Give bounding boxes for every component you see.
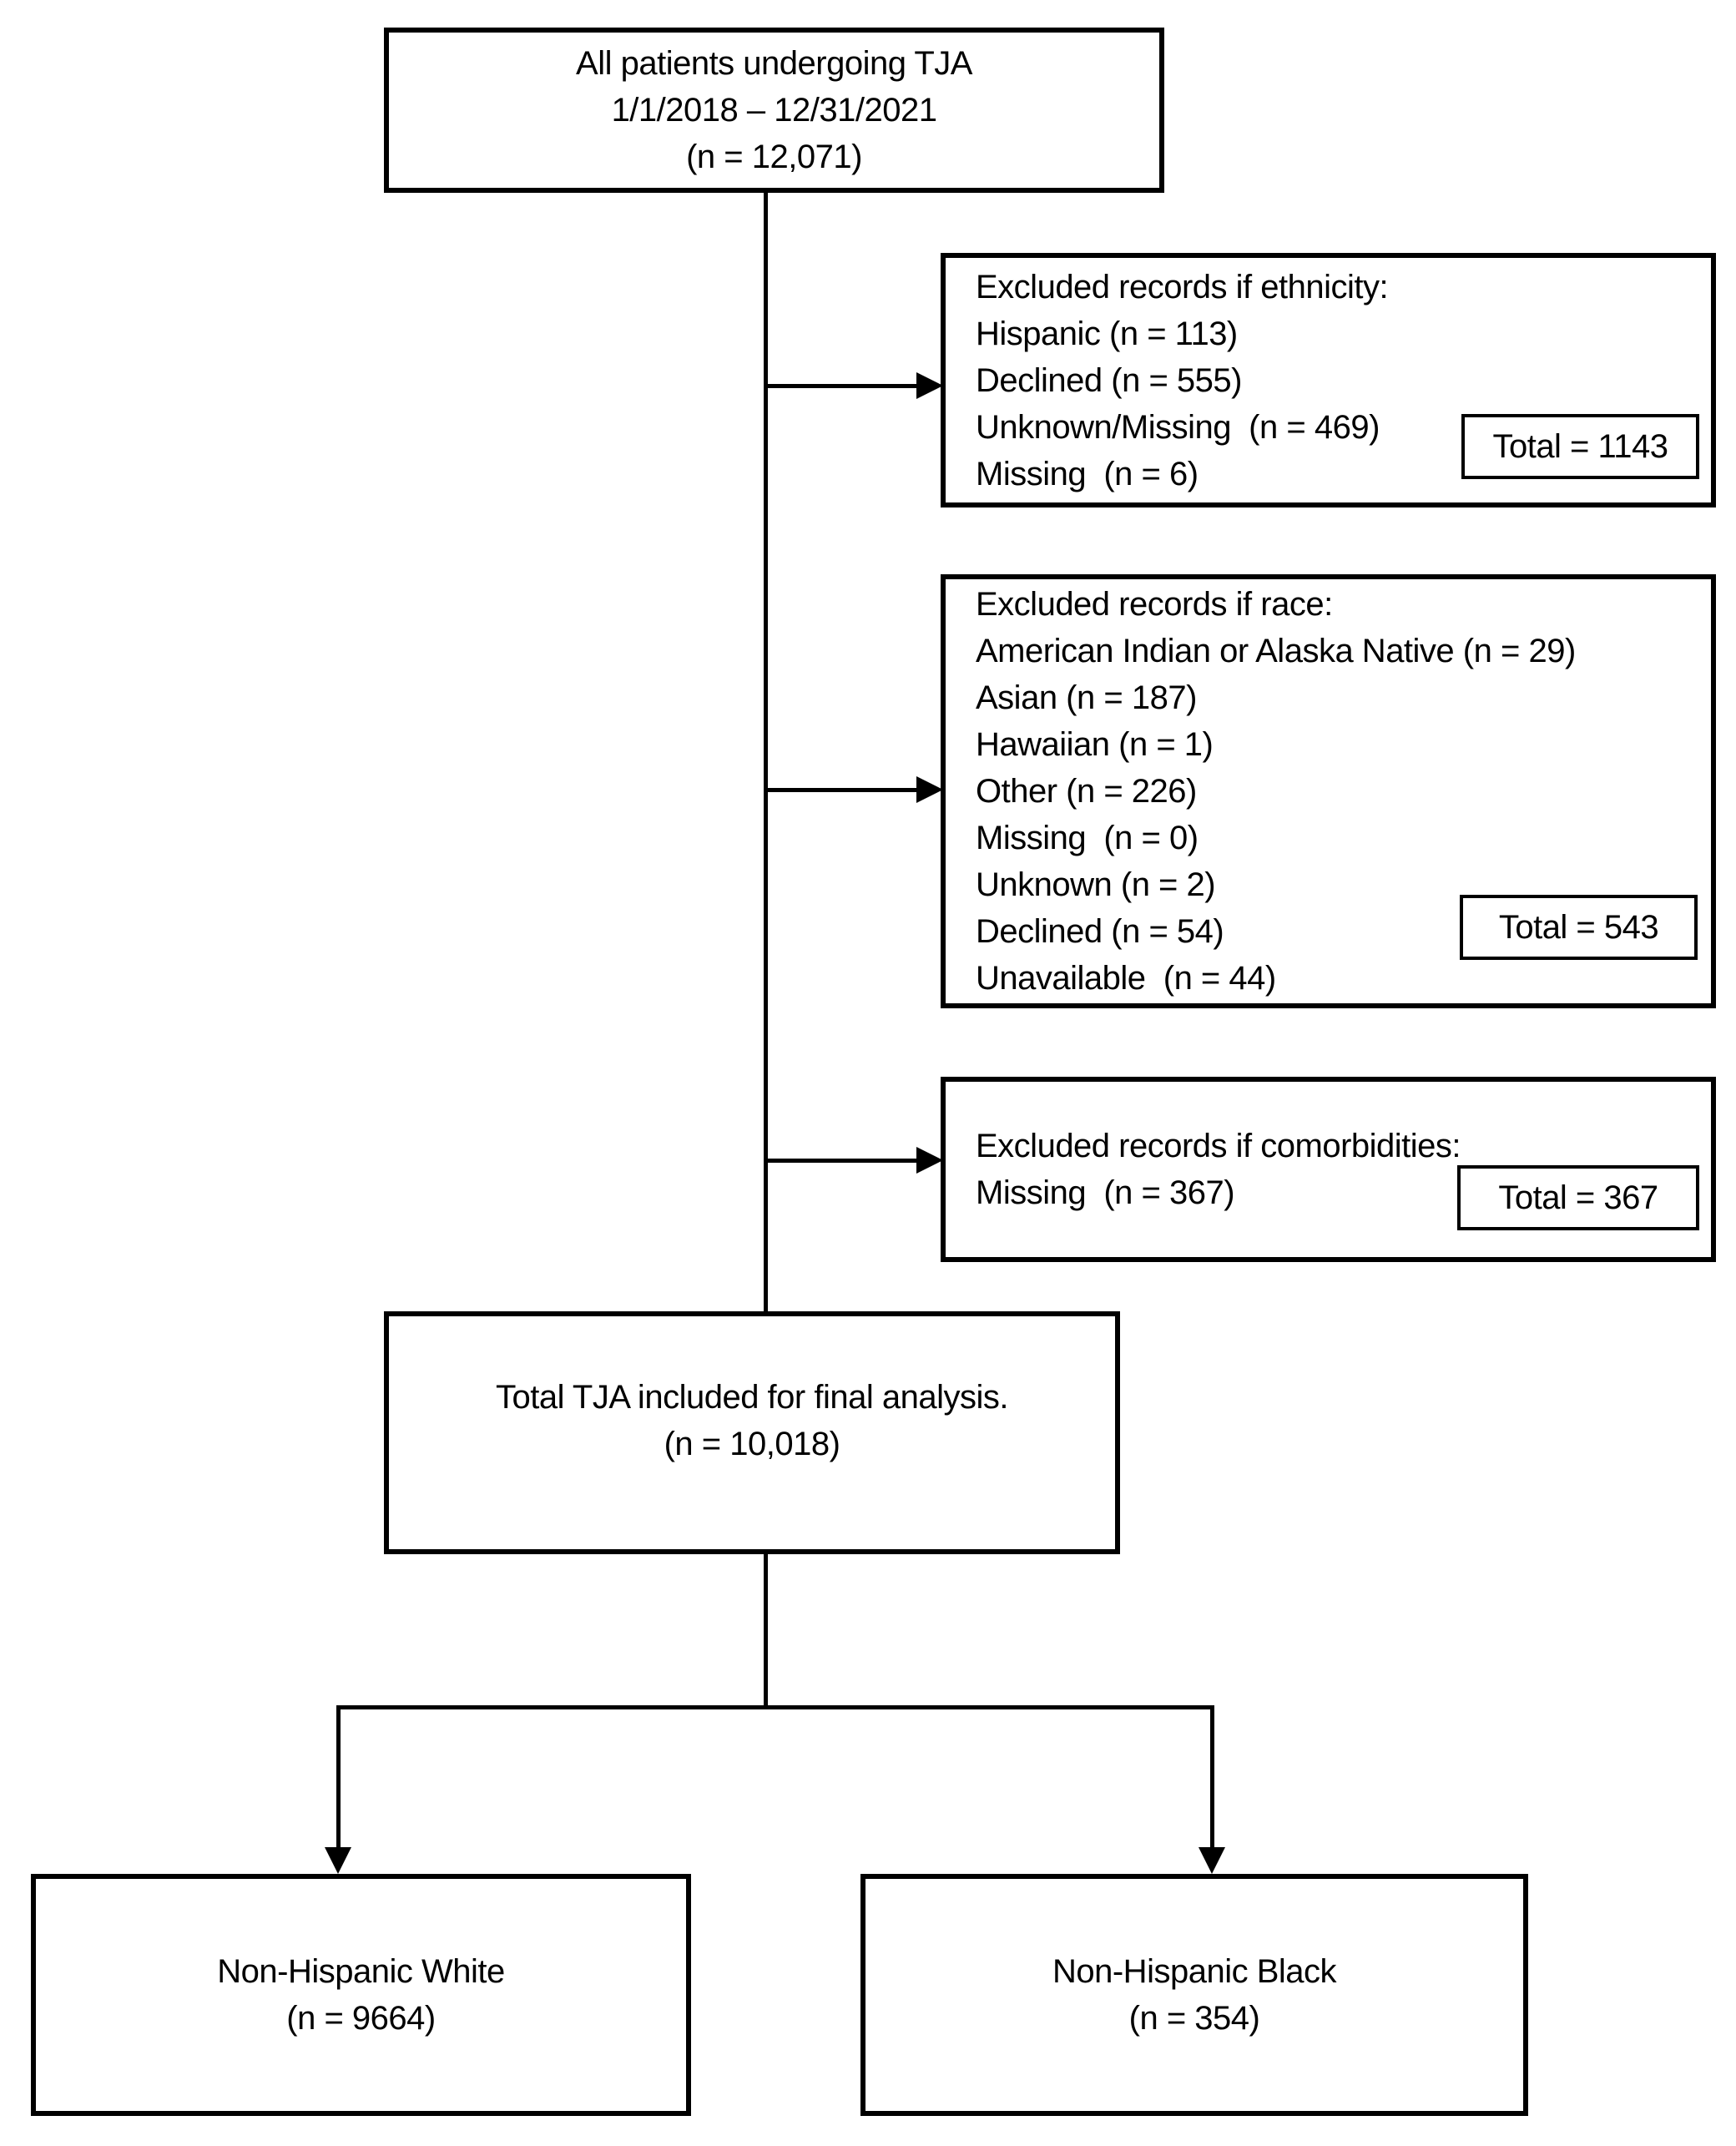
box-excluded-race: Excluded records if race: American India…	[941, 574, 1716, 1008]
connector-drop-right	[1210, 1705, 1214, 1849]
excluded-race-item: Unknown (n = 2)	[976, 866, 1216, 903]
box-final-analysis: Total TJA included for final analysis. (…	[384, 1311, 1120, 1554]
excluded-race-item: Unavailable (n = 44)	[976, 960, 1276, 997]
connector-branch-race	[765, 788, 918, 792]
all-patients-dates: 1/1/2018 – 12/31/2021	[611, 92, 937, 129]
connector-branch-ethnicity	[765, 384, 918, 388]
arrowhead-comorbidities-icon	[916, 1147, 943, 1174]
connector-main-stem-top	[764, 191, 768, 1311]
arrowhead-white-icon	[325, 1847, 351, 1874]
excluded-race-item: Asian (n = 187)	[976, 679, 1197, 716]
non-hispanic-white-count: (n = 9664)	[286, 2000, 436, 2037]
excluded-ethnicity-item: Unknown/Missing (n = 469)	[976, 408, 1380, 446]
all-patients-count: (n = 12,071)	[686, 139, 862, 175]
excluded-ethnicity-item: Declined (n = 555)	[976, 361, 1242, 399]
excluded-ethnicity-item: Missing (n = 6)	[976, 455, 1199, 492]
arrowhead-race-icon	[916, 776, 943, 803]
excluded-comorbidities-title: Excluded records if comorbidities:	[976, 1128, 1461, 1164]
all-patients-line: All patients undergoing TJA	[576, 45, 972, 82]
total-race-label: Total = 543	[1498, 909, 1659, 946]
excluded-race-item: Hawaiian (n = 1)	[976, 726, 1214, 763]
connector-branch-comorbidities	[765, 1159, 918, 1163]
excluded-race-item: Declined (n = 54)	[976, 913, 1224, 950]
total-ethnicity-label: Total = 1143	[1492, 428, 1668, 465]
excluded-race-item: American Indian or Alaska Native (n = 29…	[976, 633, 1576, 669]
non-hispanic-black-label: Non-Hispanic Black	[1052, 1953, 1337, 1990]
excluded-ethnicity-item: Hispanic (n = 113)	[976, 315, 1238, 352]
box-excluded-ethnicity: Excluded records if ethnicity: Hispanic …	[941, 253, 1716, 507]
arrowhead-ethnicity-icon	[916, 372, 943, 399]
non-hispanic-white-label: Non-Hispanic White	[217, 1953, 505, 1990]
excluded-comorbidities-item: Missing (n = 367)	[976, 1174, 1235, 1211]
total-box-ethnicity: Total = 1143	[1461, 414, 1699, 479]
excluded-race-item: Missing (n = 0)	[976, 820, 1199, 856]
excluded-ethnicity-title: Excluded records if ethnicity:	[976, 268, 1389, 305]
excluded-race-title: Excluded records if race:	[976, 586, 1333, 623]
connector-split-horizontal	[336, 1705, 1214, 1709]
total-comorbidities-label: Total = 367	[1498, 1179, 1658, 1216]
total-box-race: Total = 543	[1460, 895, 1698, 960]
final-analysis-line: Total TJA included for final analysis.	[496, 1378, 1008, 1416]
non-hispanic-black-count: (n = 354)	[1128, 2000, 1260, 2037]
box-non-hispanic-white: Non-Hispanic White (n = 9664)	[31, 1874, 691, 2116]
box-non-hispanic-black: Non-Hispanic Black (n = 354)	[860, 1874, 1528, 2116]
arrowhead-black-icon	[1199, 1847, 1225, 1874]
total-box-comorbidities: Total = 367	[1457, 1165, 1699, 1230]
final-analysis-count: (n = 10,018)	[664, 1425, 840, 1462]
connector-main-stem-bottom	[764, 1554, 768, 1709]
excluded-race-item: Other (n = 226)	[976, 773, 1197, 810]
box-excluded-comorbidities: Excluded records if comorbidities: Missi…	[941, 1077, 1716, 1262]
box-all-patients: All patients undergoing TJA 1/1/2018 – 1…	[384, 28, 1164, 193]
connector-drop-left	[336, 1705, 341, 1849]
